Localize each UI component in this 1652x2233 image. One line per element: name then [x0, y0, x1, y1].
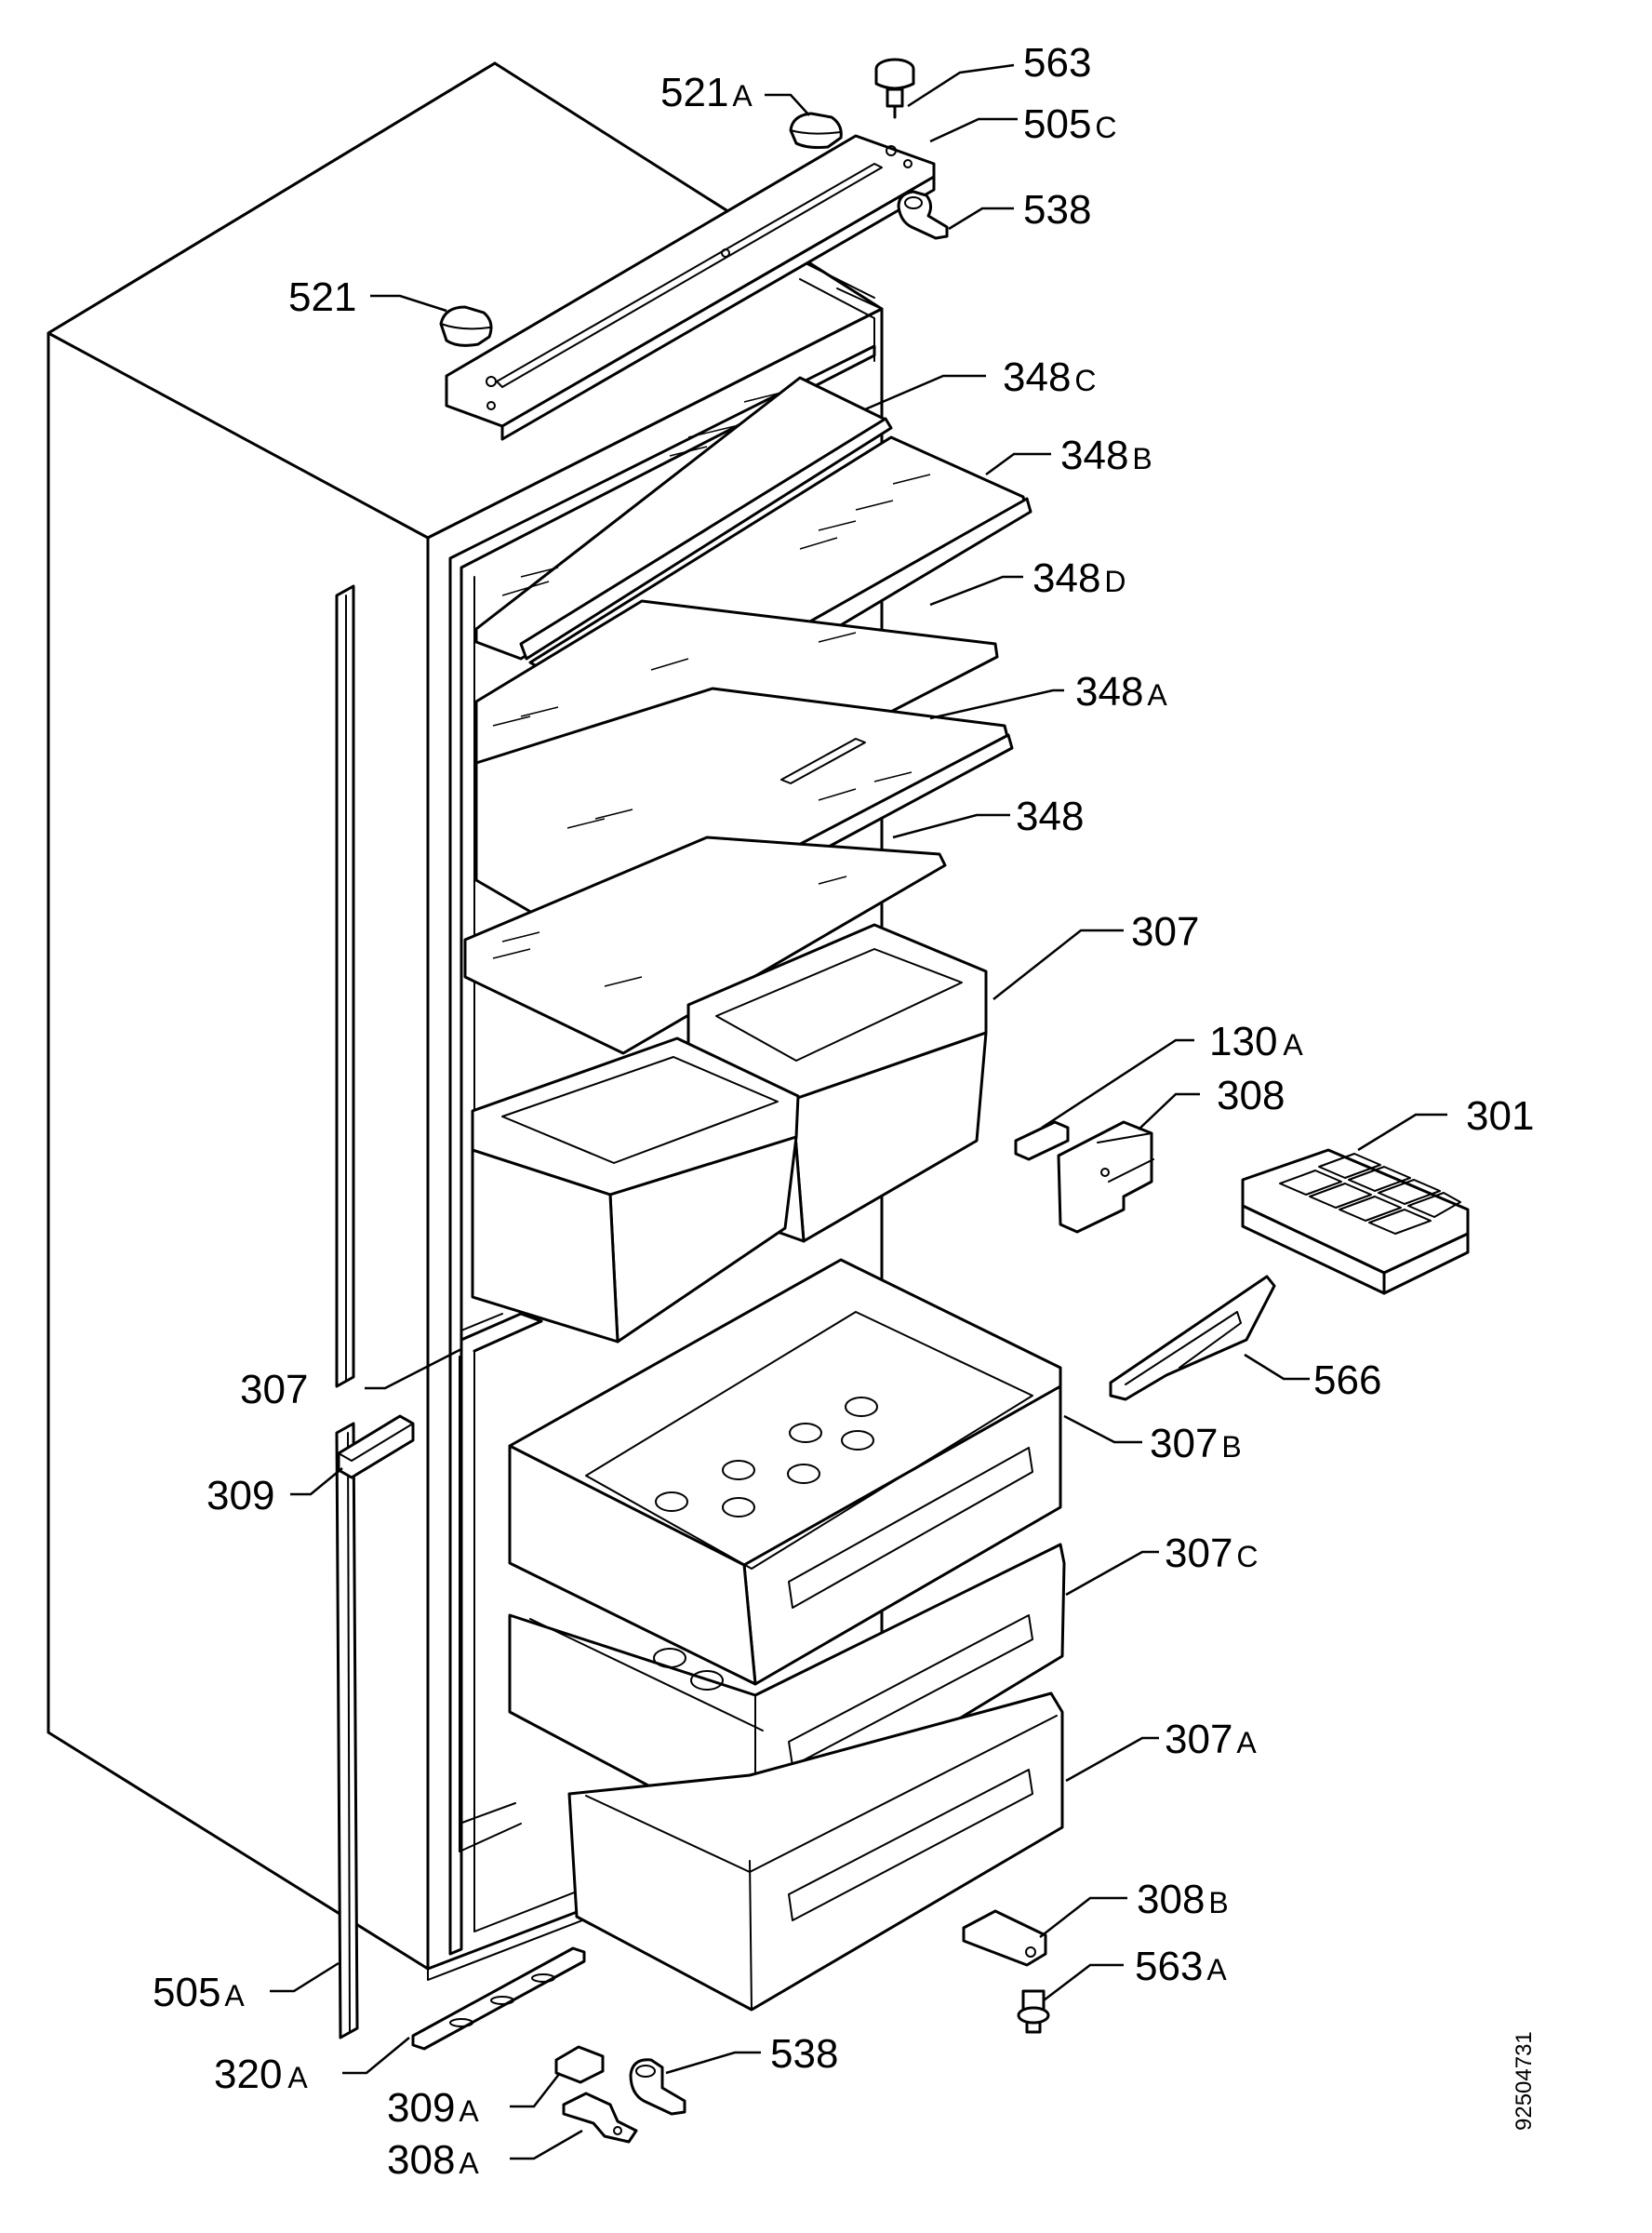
hinge-pin-563a: [1017, 1989, 1050, 2034]
door-seal-505a: [335, 584, 359, 2039]
label-521: 521: [288, 274, 356, 320]
hinge-cover-521: [439, 305, 493, 347]
freezer-drawer-307a: [567, 1691, 1064, 2012]
label-538-bottom: 538: [770, 2031, 838, 2077]
leader-lines: [270, 63, 1447, 2160]
label-538-top: 538: [1023, 187, 1091, 233]
label-307-top: 307: [1131, 909, 1199, 955]
hinge-cover-521a: [789, 112, 843, 149]
drawer-307b-holes: [655, 1397, 878, 1518]
hinge-308a: [562, 2092, 638, 2144]
label-307-left: 307: [240, 1367, 308, 1412]
diagram-code: 92504731: [1512, 2031, 1537, 2131]
label-309: 309: [206, 1473, 274, 1518]
label-566: 566: [1313, 1357, 1381, 1403]
label-563: 563: [1023, 40, 1091, 86]
label-348: 348: [1016, 794, 1084, 839]
hinge-308: [1057, 1120, 1154, 1234]
kick-plate-320a: [411, 1946, 586, 2051]
freezer-drawer-307b: [508, 1258, 1062, 1686]
crisper-drawer-307-left: [471, 1036, 800, 1344]
hinge-pin-563: [874, 58, 915, 119]
ice-scoop-566: [1109, 1275, 1276, 1401]
bracket-130a: [1014, 1120, 1070, 1161]
top-hinge-bracket-505c: [445, 134, 936, 441]
hinge-308b: [962, 1909, 1047, 1967]
glass-shelf-348: [463, 836, 947, 1055]
cover-309a: [554, 2045, 605, 2084]
hinge-538-top: [897, 190, 949, 240]
hinge-538-bottom: [629, 2058, 686, 2116]
label-301: 301: [1466, 1093, 1534, 1139]
glass-shelf-348c: [474, 376, 893, 661]
freezer-drawer-307c: [508, 1543, 1066, 1844]
ice-cube-tray-301: [1241, 1148, 1470, 1295]
label-308: 308: [1217, 1073, 1285, 1118]
